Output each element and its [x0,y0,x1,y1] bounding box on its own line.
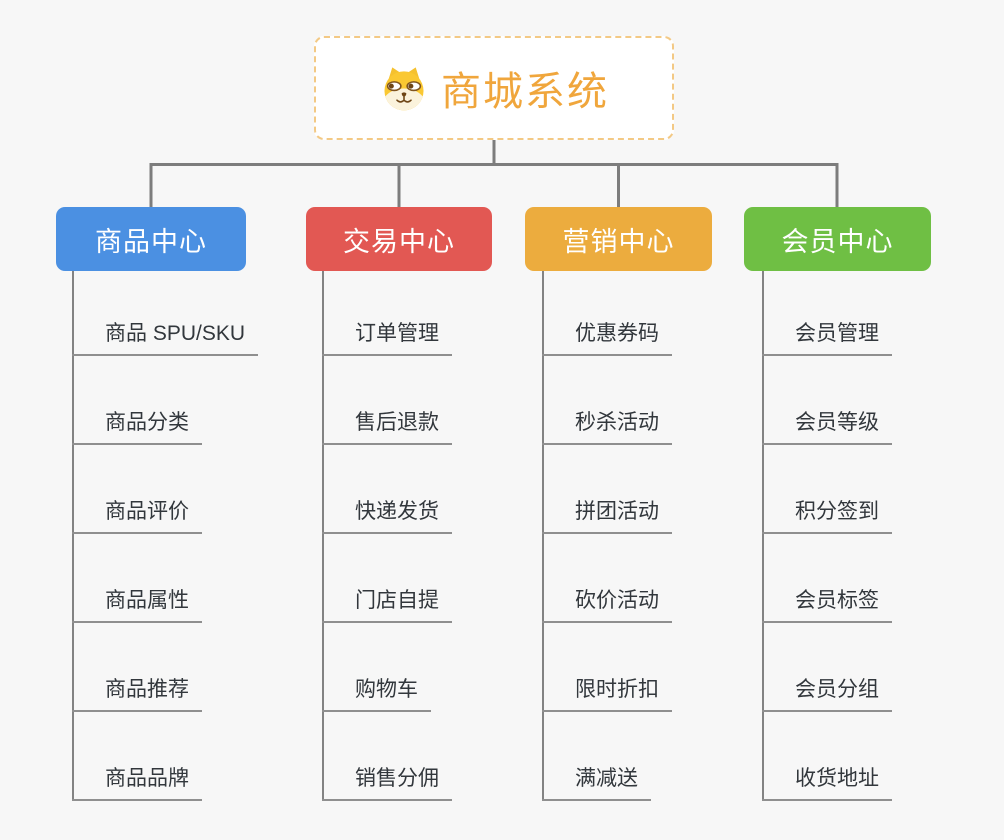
leaf-node[interactable]: 会员分组 [762,676,892,712]
leaf-label: 商品推荐 [105,678,189,701]
leaf-node[interactable]: 秒杀活动 [542,409,672,445]
leaf-label: 积分签到 [795,500,879,523]
leaf-node[interactable]: 售后退款 [322,409,452,445]
leaf-label: 砍价活动 [575,589,659,612]
leaf-node[interactable]: 限时折扣 [542,676,672,712]
leaf-node[interactable]: 门店自提 [322,587,452,623]
leaf-node[interactable]: 满减送 [542,765,651,801]
leaf-node[interactable]: 快递发货 [322,498,452,534]
leaf-node[interactable]: 会员标签 [762,587,892,623]
leaf-label: 商品分类 [105,411,189,434]
leaf-label: 商品属性 [105,589,189,612]
leaf-node[interactable]: 积分签到 [762,498,892,534]
leaf-label: 商品 SPU/SKU [105,322,246,345]
leaf-node[interactable]: 会员管理 [762,320,892,356]
leaf-label: 限时折扣 [575,678,659,701]
branch-header-trade-center[interactable]: 交易中心 [306,207,492,271]
shiba-dog-icon [384,66,424,110]
leaf-label: 商品品牌 [105,767,189,790]
leaf-node[interactable]: 商品推荐 [72,676,202,712]
branch-header-label: 营销中心 [562,226,675,257]
leaf-node[interactable]: 会员等级 [762,409,892,445]
leaf-label: 会员等级 [795,411,879,434]
leaf-label: 商品评价 [105,500,189,523]
branch-header-label: 交易中心 [343,226,455,257]
branch-trunk [542,271,544,801]
leaf-node[interactable]: 收货地址 [762,765,892,801]
leaf-node[interactable]: 商品品牌 [72,765,202,801]
branch-trunk [762,271,764,801]
leaf-node[interactable]: 购物车 [322,676,431,712]
leaf-label: 销售分佣 [355,767,439,790]
leaf-label: 秒杀活动 [575,411,659,434]
leaf-node[interactable]: 商品 SPU/SKU [72,320,259,356]
leaf-label: 订单管理 [355,322,439,345]
leaf-node[interactable]: 订单管理 [322,320,452,356]
leaf-node[interactable]: 优惠券码 [542,320,672,356]
leaf-label: 门店自提 [355,589,439,612]
branch-trunk [72,271,74,801]
leaf-label: 拼团活动 [575,500,659,523]
branch-header-label: 会员中心 [781,226,894,257]
leaf-node[interactable]: 销售分佣 [322,765,452,801]
root-title: 商城系统 [441,70,609,114]
leaf-node[interactable]: 砍价活动 [542,587,672,623]
leaf-label: 收货地址 [795,767,879,790]
branch-header-member-center[interactable]: 会员中心 [744,207,931,271]
leaf-label: 售后退款 [355,411,439,434]
leaf-label: 会员标签 [795,589,879,612]
leaf-label: 满减送 [575,767,638,790]
leaf-node[interactable]: 商品属性 [72,587,202,623]
leaf-node[interactable]: 商品评价 [72,498,202,534]
leaf-label: 优惠券码 [575,322,659,345]
leaf-label: 购物车 [355,678,418,701]
root-node[interactable]: 商城系统 [314,36,674,140]
leaf-label: 会员管理 [795,322,879,345]
branch-header-label: 商品中心 [95,226,207,257]
leaf-node[interactable]: 商品分类 [72,409,202,445]
branch-header-product-center[interactable]: 商品中心 [56,207,246,271]
leaf-label: 会员分组 [795,678,879,701]
branch-trunk [322,271,324,801]
leaf-label: 快递发货 [355,500,439,523]
branch-header-marketing-center[interactable]: 营销中心 [525,207,712,271]
leaf-node[interactable]: 拼团活动 [542,498,672,534]
